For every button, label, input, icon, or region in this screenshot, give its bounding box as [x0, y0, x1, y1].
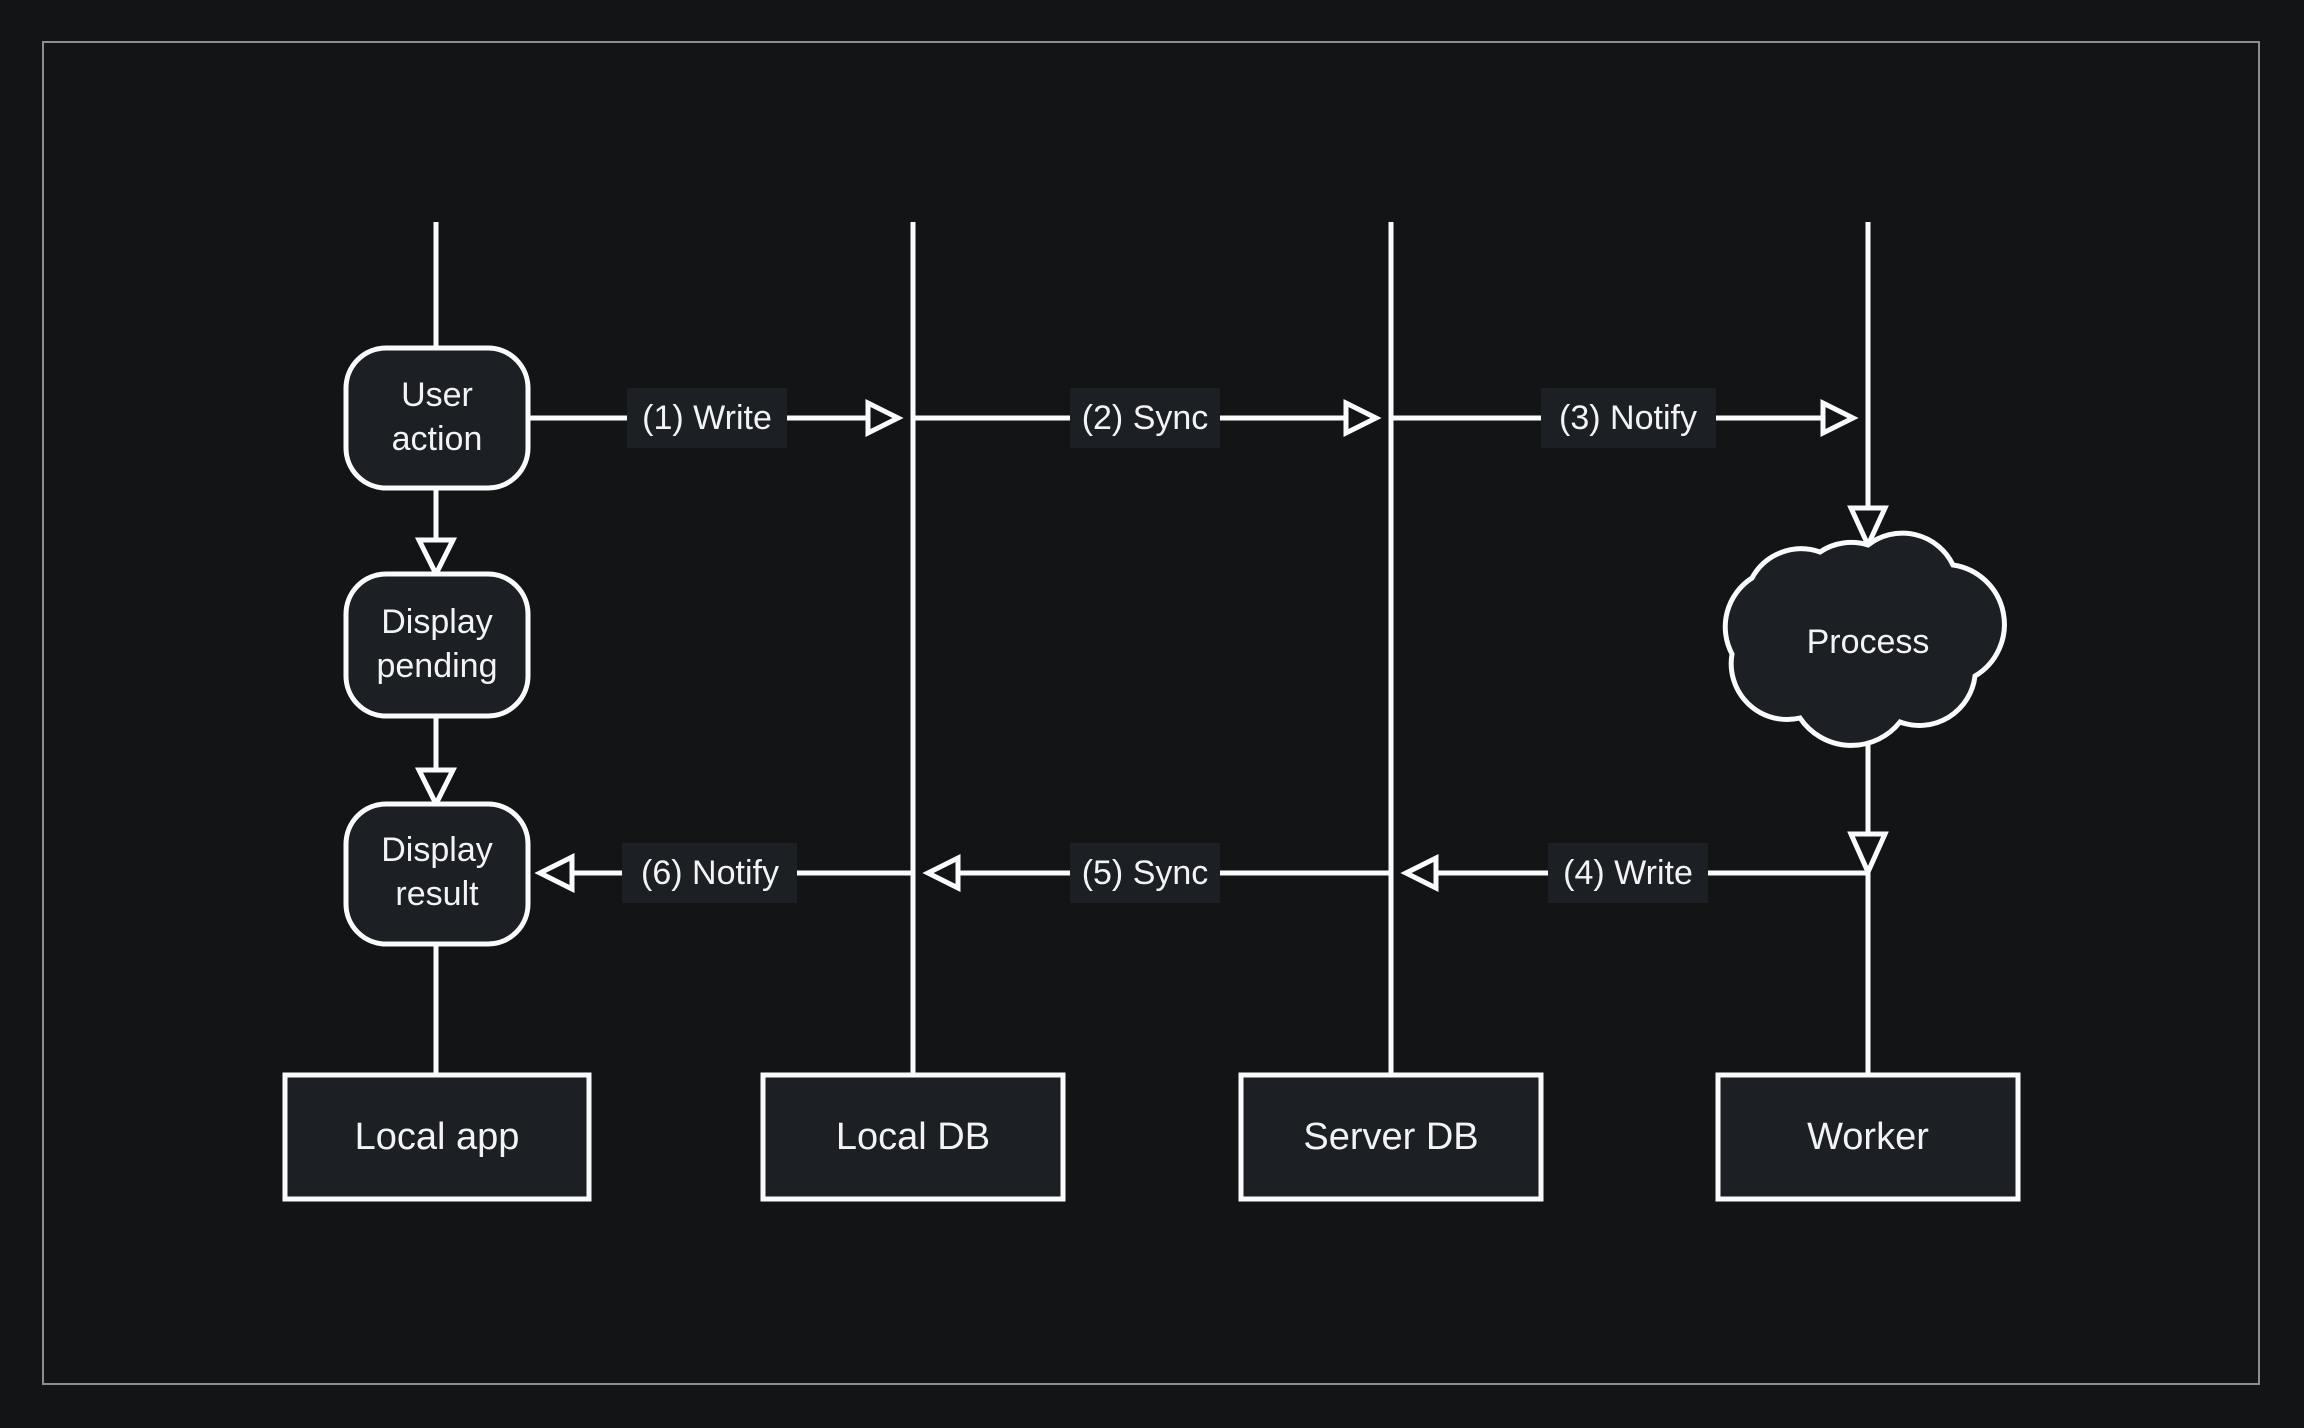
participant-worker[interactable]: Worker: [1715, 1072, 2021, 1202]
message-4-arrowhead: [1400, 853, 1439, 893]
node-process-cloud-shape[interactable]: [1722, 530, 2007, 748]
message-1-label: (1) Write: [642, 399, 772, 437]
participant-server-db-label: Server DB: [1303, 1116, 1478, 1158]
message-6-arrowhead: [534, 852, 575, 894]
participant-server-db[interactable]: Server DB: [1238, 1072, 1544, 1202]
message-3-label: (3) Notify: [1559, 399, 1697, 437]
message-2-label-bg: [1070, 388, 1220, 448]
message-3-arrowhead: [1820, 398, 1859, 438]
arrow-pending-to-result-head: [414, 767, 458, 810]
participant-local-app-label: Local app: [355, 1116, 520, 1158]
message-3-label-bg: [1541, 388, 1716, 448]
lifelines-group: [433, 222, 1871, 1075]
message-5-label-bg: [1070, 843, 1220, 903]
participant-local-db-label: Local DB: [836, 1116, 990, 1158]
message-5-arrowhead: [922, 853, 961, 893]
participant-worker-label: Worker: [1807, 1116, 1929, 1158]
node-display-pending[interactable]: Display pending: [343, 571, 531, 719]
message-2-label: (2) Sync: [1082, 399, 1209, 437]
message-4-label: (4) Write: [1563, 854, 1693, 892]
participant-worker-box[interactable]: [1715, 1072, 2021, 1202]
message-6-label: (6) Notify: [641, 854, 779, 892]
node-user-action-shape[interactable]: [343, 345, 531, 491]
participant-server-db-box[interactable]: [1238, 1072, 1544, 1202]
message-6-label-bg: [622, 843, 797, 903]
node-user-action[interactable]: User action: [343, 345, 531, 491]
arrow-process-to-write-head: [1847, 831, 1889, 879]
node-display-pending-label-line1: Display: [381, 603, 492, 641]
node-display-result-label-line2: result: [395, 875, 479, 913]
message-5-label: (5) Sync: [1082, 854, 1209, 892]
message-1-arrowhead: [865, 398, 904, 438]
node-display-result[interactable]: Display result: [343, 801, 531, 947]
participant-local-app[interactable]: Local app: [282, 1072, 592, 1202]
message-2-arrowhead: [1343, 398, 1382, 438]
diagram-frame-border: [42, 41, 2260, 1385]
participant-local-db-box[interactable]: [760, 1072, 1066, 1202]
message-4-label-bg: [1548, 843, 1708, 903]
internal-arrows-group: [414, 418, 1889, 879]
arrow-user-action-to-pending-head: [414, 537, 458, 580]
participant-local-app-box[interactable]: [282, 1072, 592, 1202]
node-user-action-label-line2: action: [392, 420, 483, 458]
participant-local-db[interactable]: Local DB: [760, 1072, 1066, 1202]
node-display-pending-label-line2: pending: [376, 647, 497, 685]
node-process-cloud[interactable]: Process: [1722, 530, 2007, 748]
node-display-pending-shape[interactable]: [343, 571, 531, 719]
node-display-result-shape[interactable]: [343, 801, 531, 947]
node-process-label: Process: [1807, 623, 1930, 661]
arrow-notify-to-process-head: [1847, 505, 1889, 551]
message-1-label-bg: [627, 388, 787, 448]
node-user-action-label-line1: User: [401, 376, 473, 414]
message-row-top: (1) Write (2) Sync (3) Notify: [530, 388, 1859, 448]
message-row-bottom: (6) Notify (5) Sync (4) Write: [534, 843, 1868, 903]
node-display-result-label-line1: Display: [381, 831, 492, 869]
